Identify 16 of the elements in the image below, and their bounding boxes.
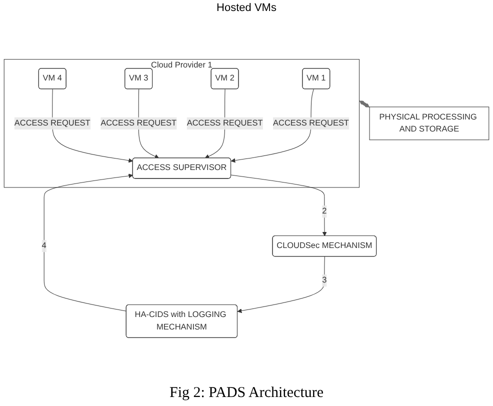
edge-label: ACCESS REQUEST xyxy=(14,118,90,128)
edge-label: ACCESS REQUEST xyxy=(273,118,349,128)
edge-label: 3 xyxy=(322,276,327,285)
edge-label: ACCESS REQUEST xyxy=(100,118,177,128)
arrow xyxy=(52,88,134,163)
figure-caption: Fig 2: PADS Architecture xyxy=(169,385,324,402)
arrow xyxy=(237,256,325,314)
edge-label: ACCESS REQUEST xyxy=(186,118,263,128)
arrow xyxy=(230,88,314,163)
arrow xyxy=(230,174,327,236)
arrow xyxy=(44,174,134,312)
arrow xyxy=(359,100,370,108)
edge-label: 2 xyxy=(322,206,327,216)
node-box: PHYSICAL PROCESSING AND STORAGE xyxy=(369,106,490,140)
note-text: Hosted VMs xyxy=(216,2,276,14)
edge-label: 4 xyxy=(42,241,46,250)
